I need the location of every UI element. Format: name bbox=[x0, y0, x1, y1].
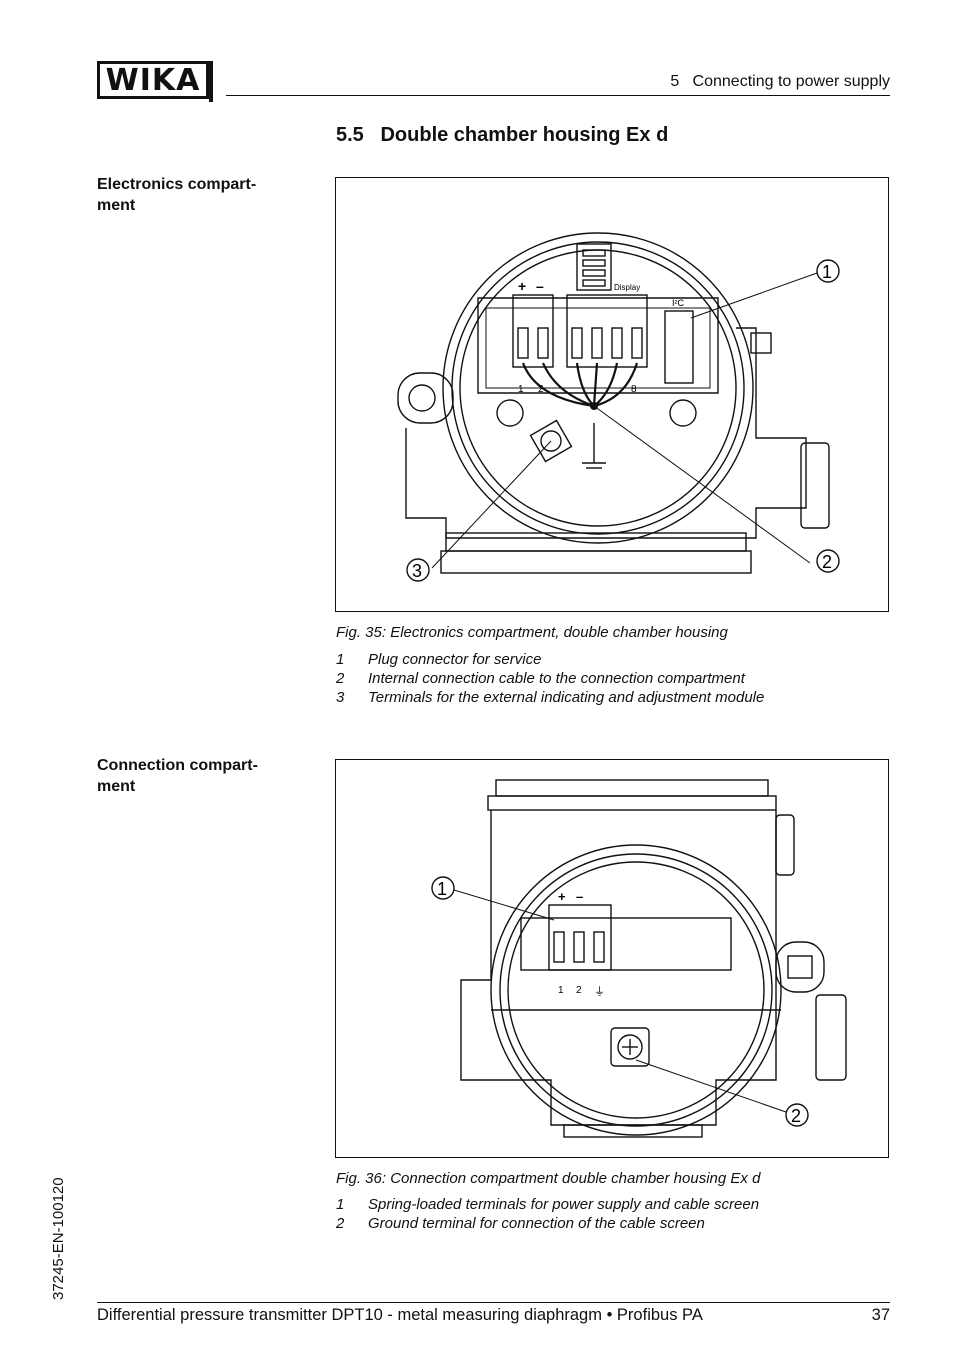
legend-item: 2 Internal connection cable to the connec… bbox=[336, 669, 764, 688]
header-rule bbox=[226, 95, 890, 96]
figure-36-legend: 1 Spring-loaded terminals for power suppl… bbox=[336, 1195, 759, 1233]
figure-connection: + – 1 2 ⏚ 1 2 bbox=[335, 759, 889, 1158]
conn-terminal-2-label: 2 bbox=[576, 985, 582, 996]
section-title: 5.5 Double chamber housing Ex d bbox=[336, 124, 669, 146]
footer-title: Differential pressure transmitter DPT10 … bbox=[97, 1306, 703, 1324]
footer-rule bbox=[97, 1302, 890, 1303]
logo-text: WIKA bbox=[105, 62, 201, 98]
legend-text: Terminals for the external indicating an… bbox=[368, 689, 765, 706]
terminal-8-label: 8 bbox=[631, 384, 637, 395]
legend-text: Spring-loaded terminals for power supply… bbox=[368, 1196, 760, 1213]
figure-35-caption: Fig. 35: Electronics compartment, double… bbox=[336, 624, 728, 641]
legend-text: Internal connection cable to the connect… bbox=[368, 670, 745, 687]
electronics-drawing: + – Display I²C 1 2 8 1 2 3 bbox=[397, 232, 840, 582]
conn-minus-label: – bbox=[576, 889, 583, 904]
connection-side-label: Connection compart- ment bbox=[97, 757, 258, 795]
electronics-side-label: Electronics compart- ment bbox=[97, 176, 257, 214]
connection-drawing: + – 1 2 ⏚ 1 2 bbox=[431, 779, 847, 1138]
display-label: Display bbox=[614, 283, 640, 292]
conn-plus-label: + bbox=[558, 889, 566, 904]
conn-callout-1: 1 bbox=[437, 879, 447, 899]
figure-35-legend: 1 Plug connector for service 2 Internal co… bbox=[336, 650, 764, 707]
callout-2: 2 bbox=[822, 552, 832, 572]
legend-num: 2 bbox=[336, 1215, 345, 1232]
document-number: 37245-EN-100120 bbox=[50, 1177, 67, 1300]
conn-terminal-1-label: 1 bbox=[558, 985, 564, 996]
page-number: 37 bbox=[871, 1306, 890, 1324]
legend-text: Ground terminal for connection of the ca… bbox=[368, 1215, 705, 1232]
callout-3: 3 bbox=[412, 561, 422, 581]
legend-num: 3 bbox=[336, 689, 345, 706]
legend-item: 2 Ground terminal for connection of the c… bbox=[336, 1214, 759, 1233]
terminal-2-label: 2 bbox=[538, 384, 544, 395]
figure-36-caption: Fig. 36: Connection compartment double c… bbox=[336, 1170, 761, 1187]
minus-label: – bbox=[536, 278, 544, 294]
legend-num: 2 bbox=[336, 670, 345, 687]
legend-num: 1 bbox=[336, 651, 345, 668]
legend-item: 3 Terminals for the external indicating a… bbox=[336, 688, 764, 707]
wika-logo: WIKA bbox=[97, 61, 209, 99]
conn-callout-2: 2 bbox=[791, 1106, 801, 1126]
logo-bar bbox=[209, 61, 213, 102]
plus-label: + bbox=[518, 278, 526, 294]
running-header: 5 Connecting to power supply bbox=[670, 73, 890, 90]
legend-item: 1 Spring-loaded terminals for power suppl… bbox=[336, 1195, 759, 1214]
legend-item: 1 Plug connector for service bbox=[336, 650, 764, 669]
conn-ground-label: ⏚ bbox=[594, 985, 605, 998]
legend-num: 1 bbox=[336, 1196, 345, 1213]
callout-1: 1 bbox=[822, 262, 832, 282]
figure-electronics: + – Display I²C 1 2 8 1 2 3 bbox=[335, 177, 889, 612]
terminal-1-label: 1 bbox=[518, 384, 524, 395]
legend-text: Plug connector for service bbox=[368, 651, 542, 668]
i2c-label: I²C bbox=[672, 298, 684, 308]
